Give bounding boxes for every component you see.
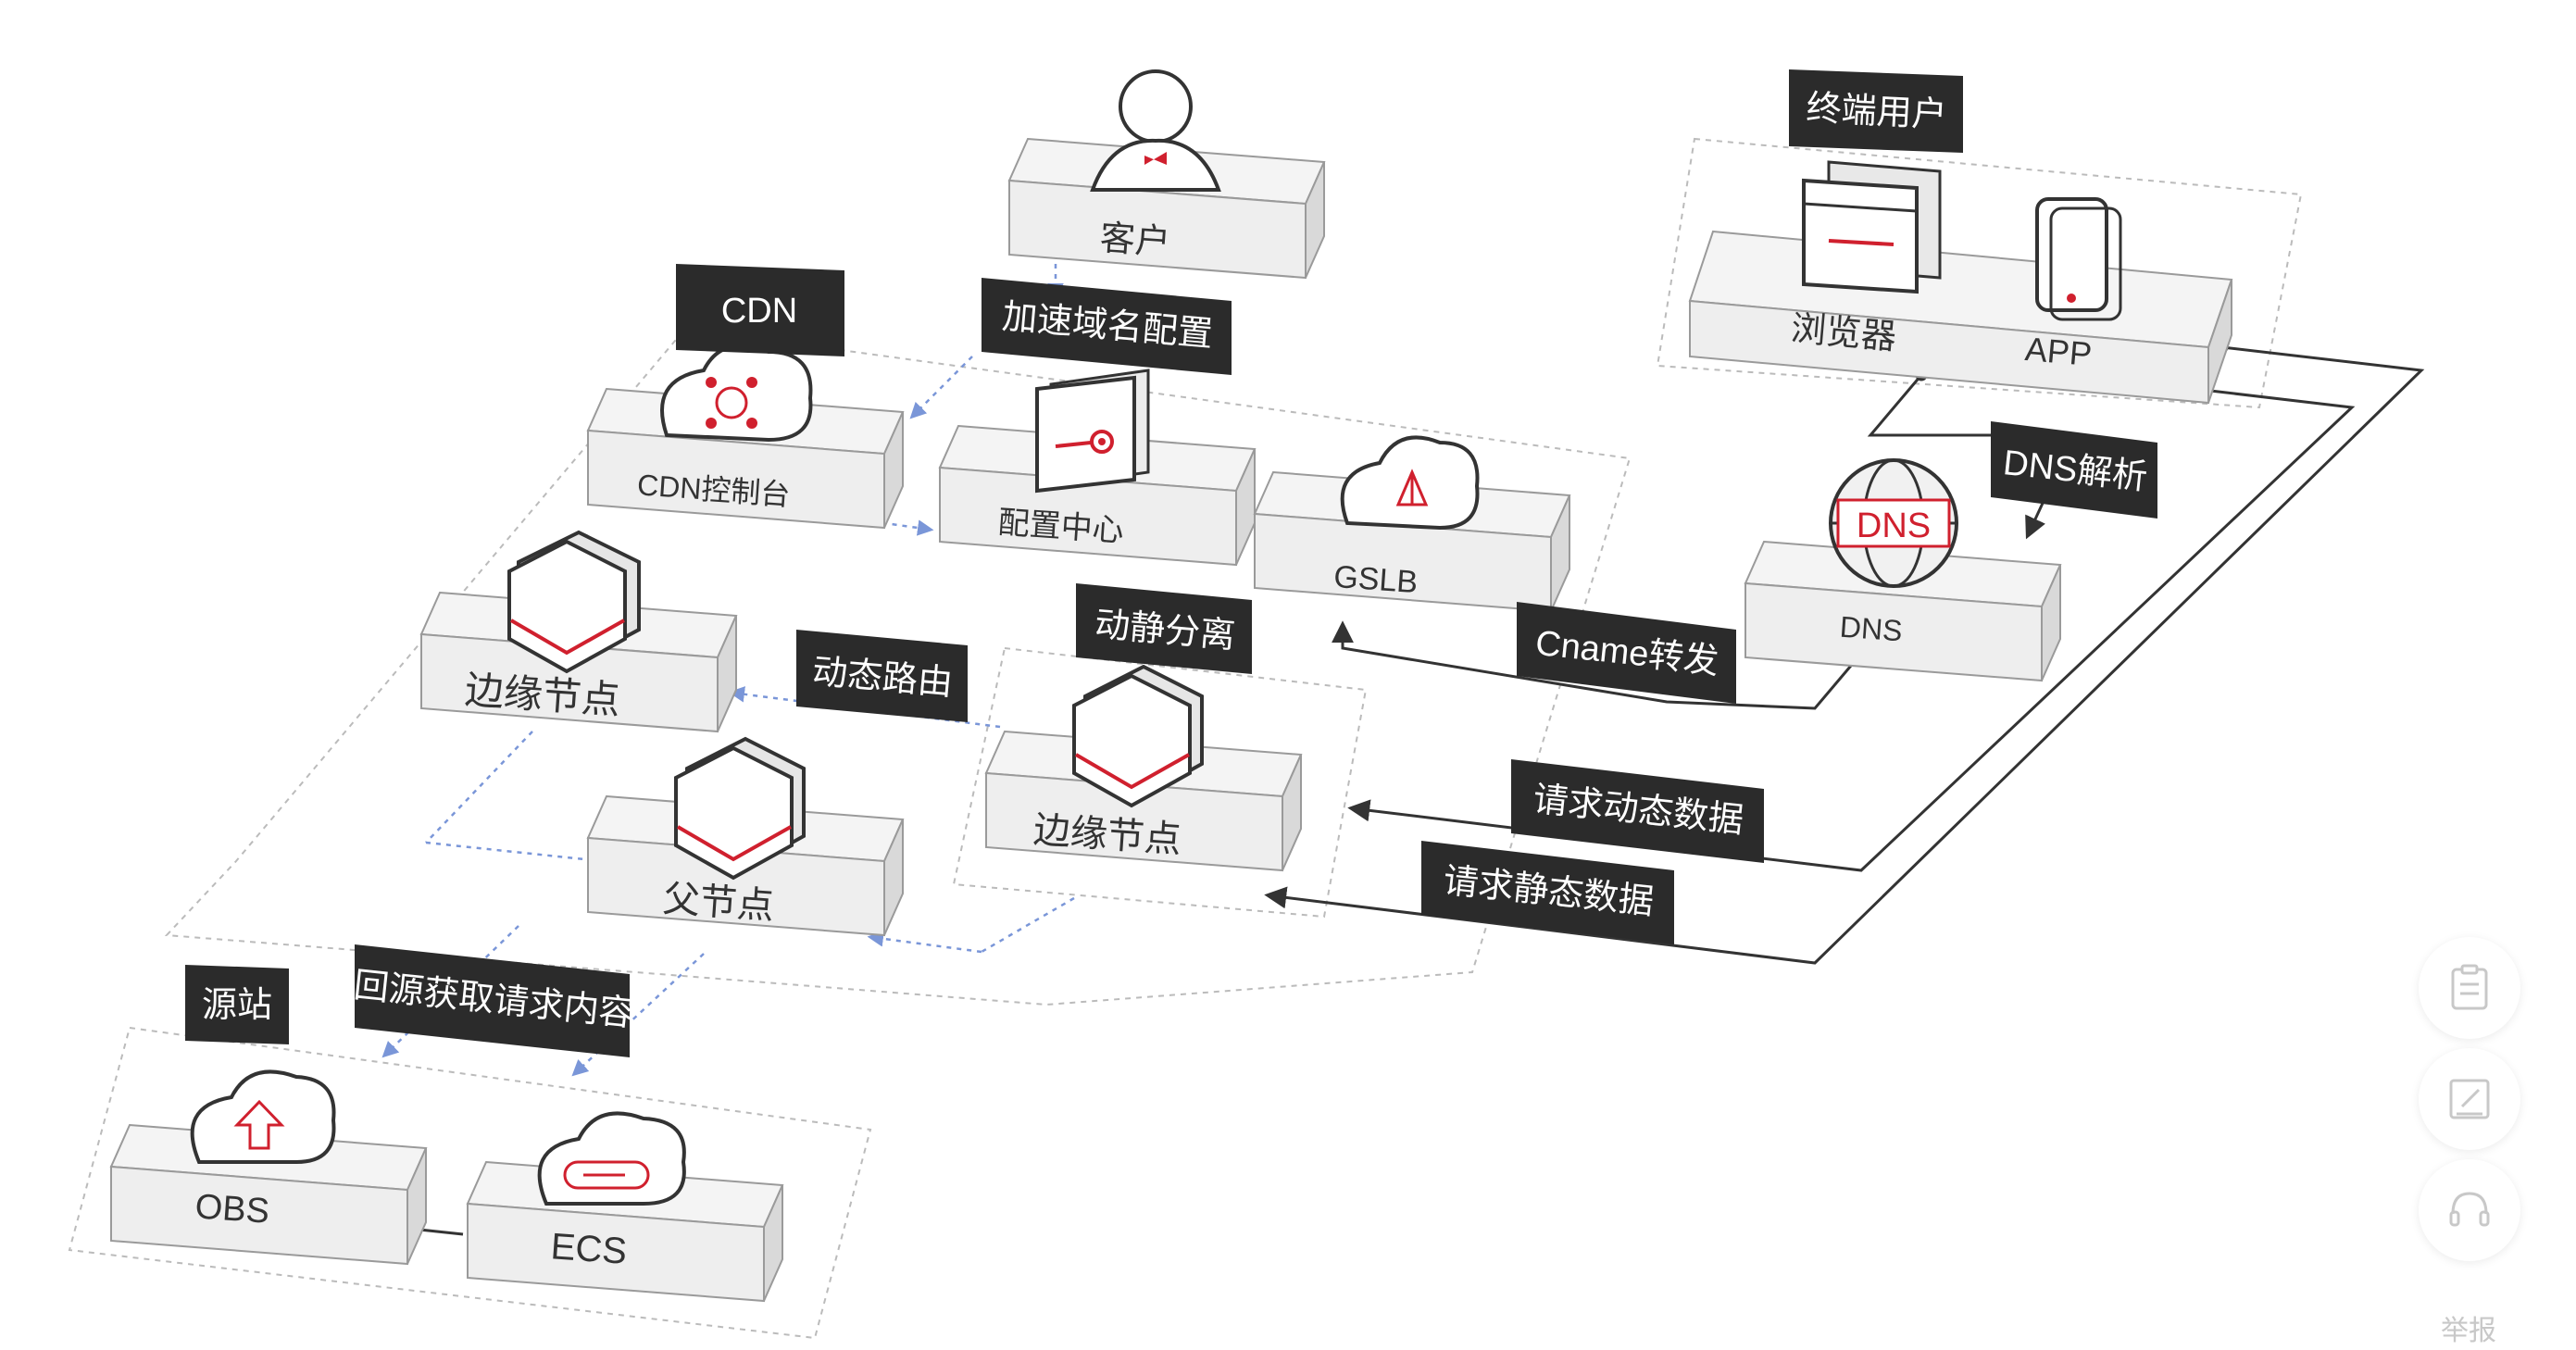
clipboard-icon bbox=[2451, 964, 2488, 1010]
dns-label: DNS bbox=[1839, 610, 1904, 648]
edit-button[interactable] bbox=[2419, 1048, 2520, 1150]
person-icon bbox=[1090, 69, 1221, 192]
document-icon bbox=[1035, 369, 1150, 494]
cloud-server-icon bbox=[537, 1111, 686, 1206]
dns-node: DNS DNS bbox=[1744, 458, 2061, 681]
tag-cname-forward: Cname转发 bbox=[1517, 602, 1736, 704]
tag-domain-config: 加速域名配置 bbox=[982, 278, 1232, 375]
edge-node-left: 边缘节点 bbox=[420, 530, 737, 732]
hexagon-icon bbox=[1072, 664, 1204, 808]
edge-node-right: 边缘节点 bbox=[985, 664, 1302, 871]
origin-region bbox=[68, 1026, 872, 1340]
tag-dns-resolve: DNS解析 bbox=[1991, 421, 2157, 519]
tag-back-to-origin: 回源获取请求内容 bbox=[352, 944, 636, 1057]
tag-end-user: 终端用户 bbox=[1789, 69, 1963, 153]
tag-dynamic-static: 动静分离 bbox=[1076, 583, 1252, 674]
customer-label: 客户 bbox=[1098, 219, 1171, 262]
browser-app-node: 浏览器 APP bbox=[1688, 160, 2233, 405]
obs-label: OBS bbox=[194, 1187, 270, 1231]
tag-origin: 源站 bbox=[185, 965, 289, 1044]
browser-label: 浏览器 bbox=[1789, 309, 1897, 357]
tag-origin-text: 源站 bbox=[202, 986, 272, 1025]
cdn-console-node: CDN控制台 bbox=[587, 344, 904, 529]
edge-node-left-label: 边缘节点 bbox=[464, 668, 622, 722]
parent-node: 父节点 bbox=[587, 736, 904, 936]
cloud-network-icon bbox=[660, 344, 813, 443]
tag-end-user-text: 终端用户 bbox=[1806, 89, 1948, 135]
ecs-node: ECS bbox=[467, 1111, 783, 1302]
headset-icon bbox=[2449, 1192, 2490, 1227]
dynamic-static-region bbox=[952, 646, 1368, 919]
tag-request-static: 请求静态数据 bbox=[1421, 841, 1674, 944]
gslb-label: GSLB bbox=[1332, 559, 1419, 600]
browser-window-icon bbox=[1802, 160, 1942, 294]
tag-dynamic-routing: 动态路由 bbox=[796, 630, 968, 722]
tag-request-dynamic: 请求动态数据 bbox=[1511, 759, 1764, 863]
app-label: APP bbox=[2023, 330, 2093, 373]
dns-logo-text: DNS bbox=[1857, 506, 1931, 545]
end-user-region bbox=[1656, 137, 2303, 409]
support-button[interactable] bbox=[2419, 1159, 2520, 1261]
cdn-region bbox=[164, 327, 1632, 1006]
gslb-node: GSLB bbox=[1254, 435, 1570, 612]
edit-icon bbox=[2449, 1079, 2490, 1119]
hexagon-icon bbox=[507, 530, 641, 674]
phone-icon bbox=[2035, 197, 2122, 321]
report-link[interactable]: 举报 bbox=[2441, 1316, 2496, 1346]
hexagon-icon bbox=[674, 736, 806, 881]
tag-cdn: CDN bbox=[676, 264, 844, 356]
config-center-node: 配置中心 bbox=[939, 369, 1256, 566]
clipboard-button[interactable] bbox=[2419, 937, 2520, 1039]
parent-node-label: 父节点 bbox=[662, 879, 776, 927]
cloud-gslb-icon bbox=[1340, 435, 1480, 531]
config-center-label: 配置中心 bbox=[997, 505, 1125, 548]
tag-cdn-text: CDN bbox=[721, 292, 797, 331]
cloud-upload-icon bbox=[190, 1069, 336, 1164]
ecs-label: ECS bbox=[549, 1226, 628, 1272]
globe-dns-icon: DNS bbox=[1829, 458, 1958, 588]
customer-node: 客户 bbox=[1008, 69, 1325, 279]
obs-node: OBS bbox=[110, 1069, 427, 1265]
